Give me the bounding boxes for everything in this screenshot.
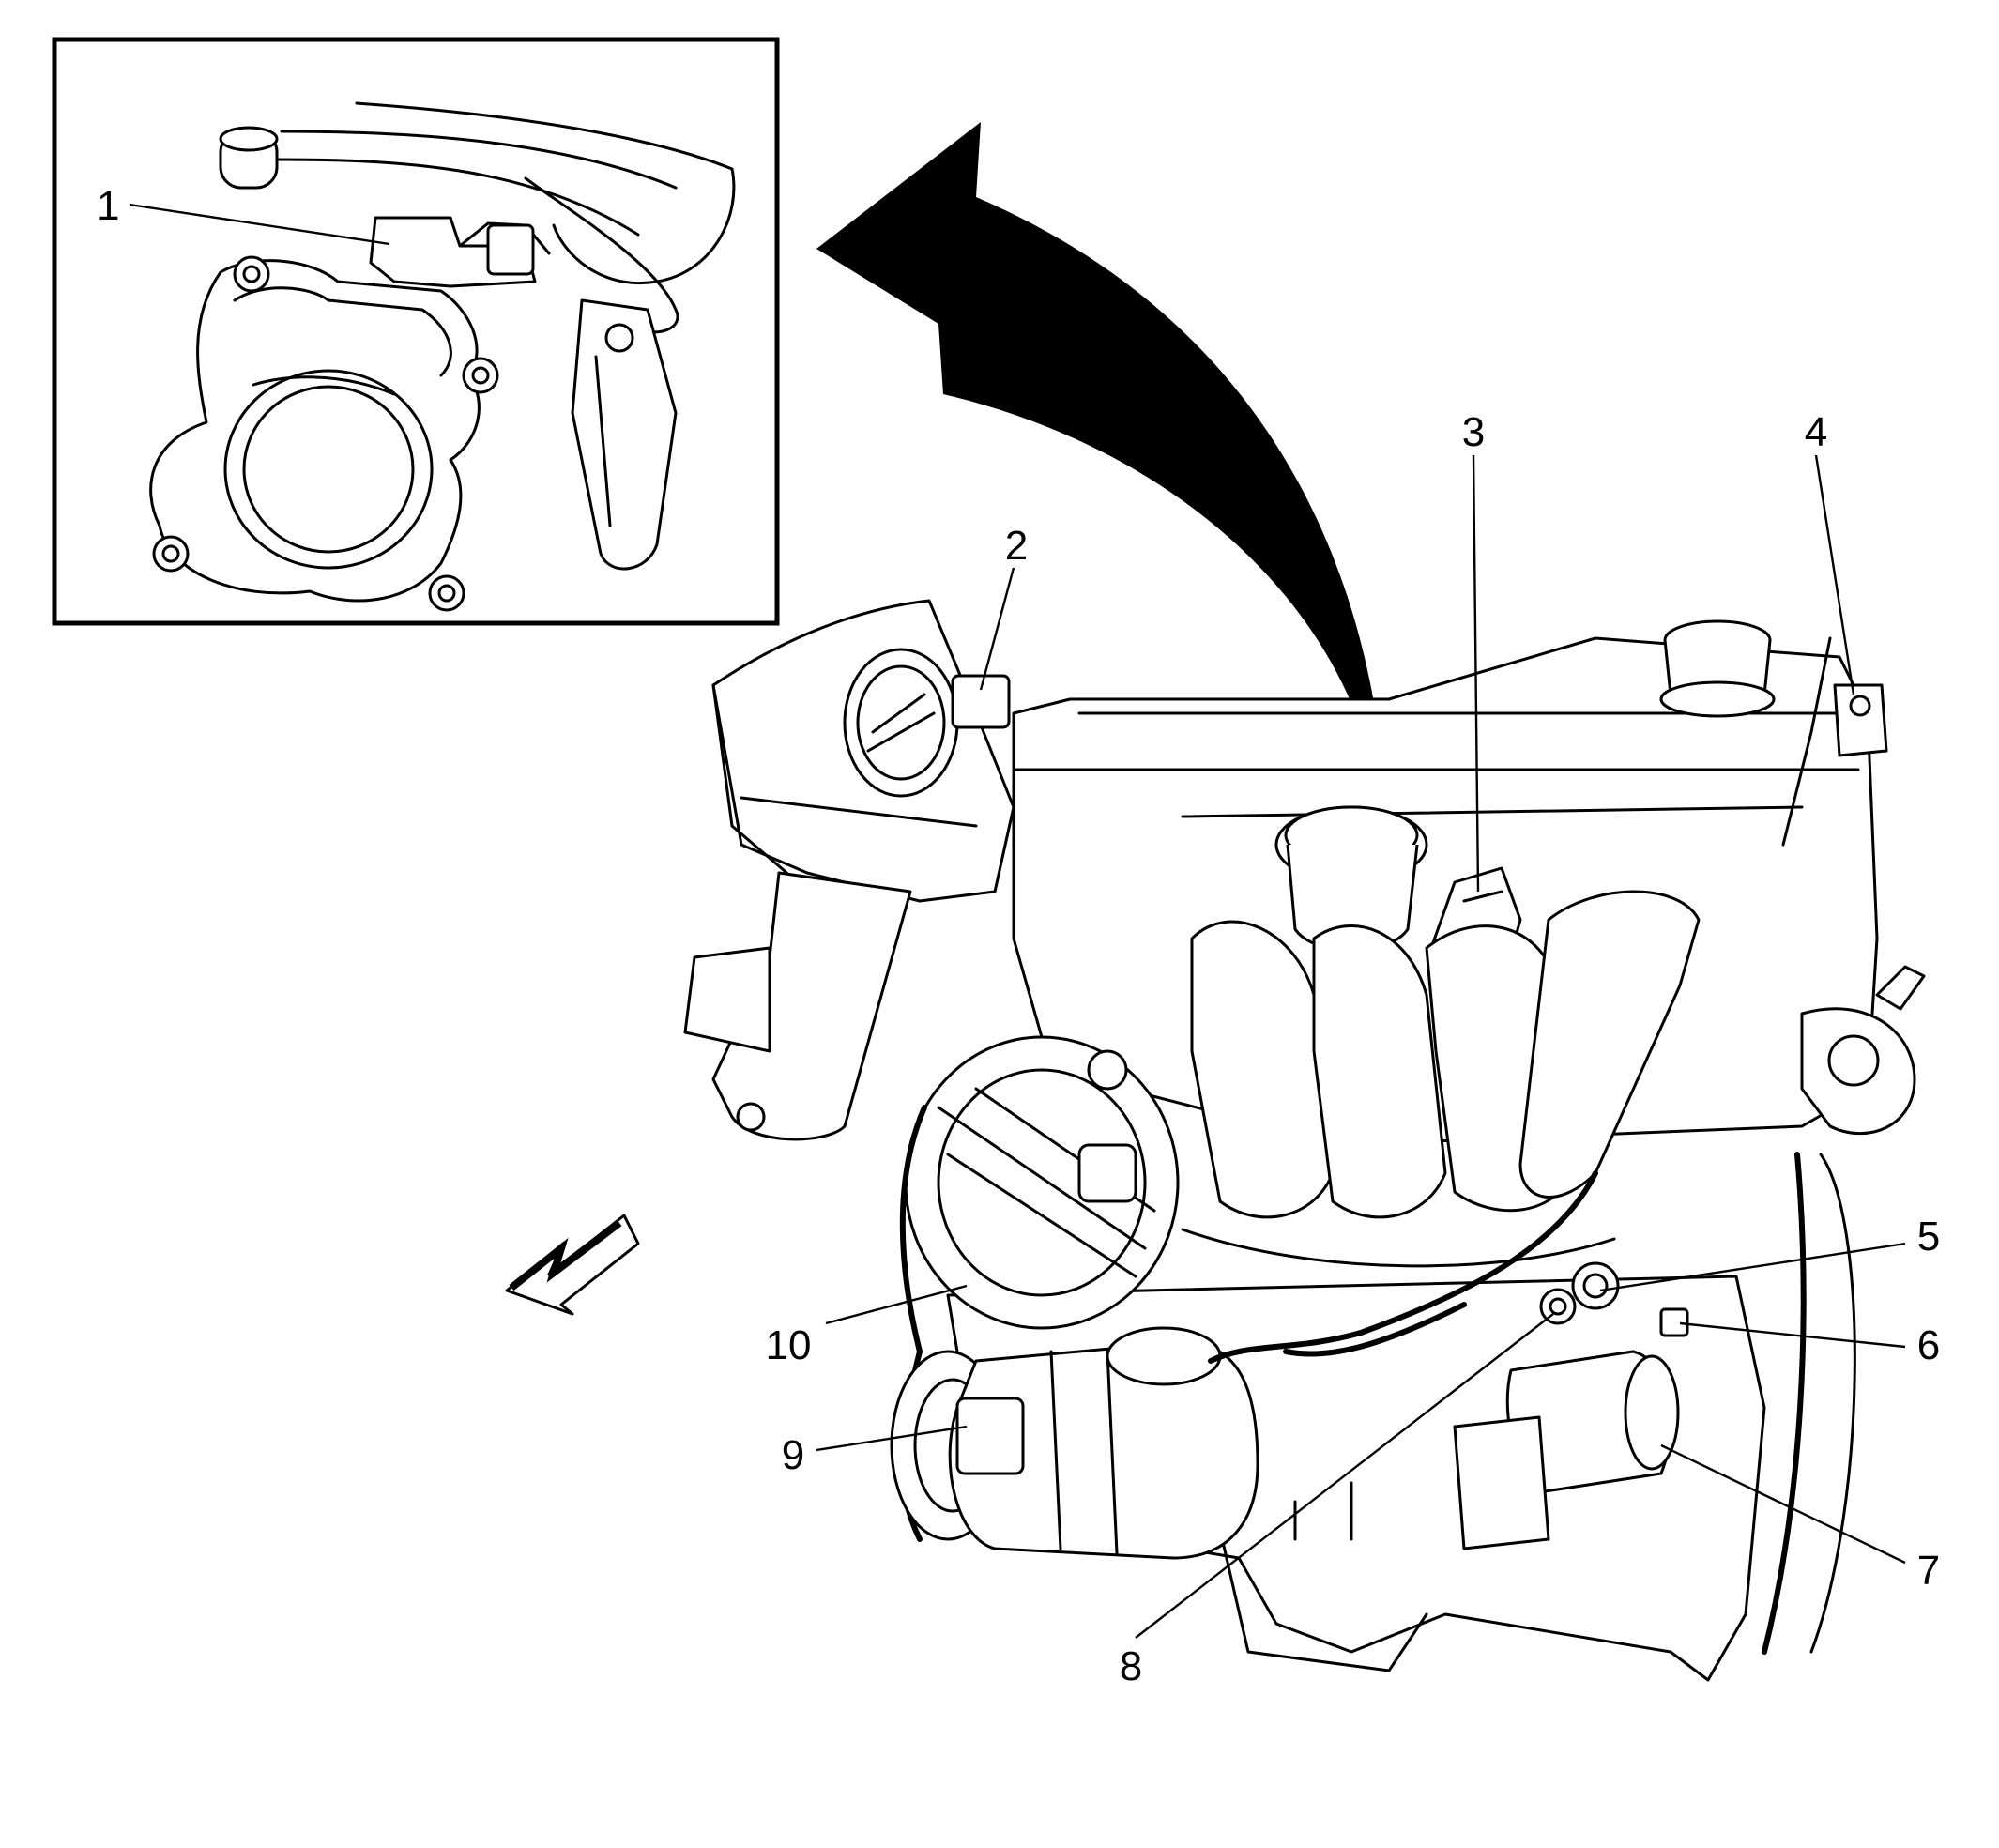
curved-arrow-icon	[816, 122, 1384, 779]
callout-labels: 1 2 3 4 5 6 7 8 9 10	[97, 183, 1940, 1689]
callout-2: 2	[1005, 523, 1028, 569]
callout-10: 10	[766, 1322, 812, 1368]
callout-6: 6	[1917, 1322, 1940, 1368]
callout-3: 3	[1462, 409, 1485, 455]
direction-arrow-icon	[505, 1214, 640, 1316]
callout-1: 1	[97, 183, 119, 229]
callout-5: 5	[1917, 1214, 1940, 1260]
leader-lines	[129, 203, 1906, 1639]
callout-8: 8	[1120, 1643, 1142, 1689]
detail-inset	[52, 37, 780, 626]
callout-4: 4	[1805, 409, 1827, 455]
engine-assembly	[683, 599, 1926, 1682]
callout-7: 7	[1917, 1548, 1940, 1594]
callout-9: 9	[782, 1432, 804, 1478]
